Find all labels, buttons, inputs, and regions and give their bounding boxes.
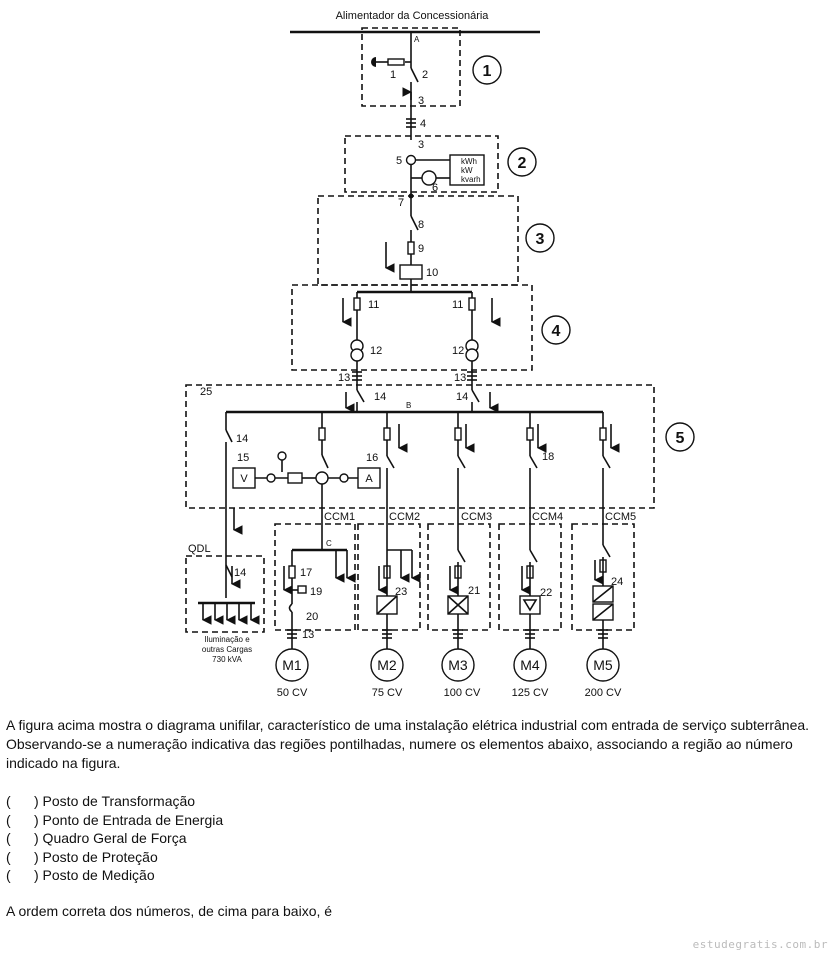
ccm4-label: CCM4	[532, 511, 563, 523]
label-17: 17	[300, 567, 312, 579]
region-number-3: 3	[525, 223, 555, 253]
svg-text:kW: kW	[461, 166, 473, 175]
svg-text:M3: M3	[448, 657, 468, 673]
motor-m3: M3	[441, 648, 475, 682]
ccm5-box	[571, 523, 635, 631]
point-b-label: B	[406, 401, 411, 410]
motor-m4: M4	[513, 648, 547, 682]
ccm1-label: CCM1	[324, 511, 355, 523]
motor-m3-power: 100 CV	[444, 687, 481, 699]
instrument-v: V	[240, 473, 248, 485]
label-6: 6	[432, 182, 438, 194]
meter-box	[449, 154, 485, 186]
label-16: 16	[366, 452, 378, 464]
region-2-box	[344, 135, 499, 193]
question-text: A figura acima mostra o diagrama unifila…	[6, 716, 828, 773]
ccm2-label: CCM2	[389, 511, 420, 523]
options-list: ( ) Posto de Transformação ( ) Ponto de …	[6, 792, 223, 885]
svg-text:M5: M5	[593, 657, 613, 673]
label-10: 10	[426, 267, 438, 279]
single-line-diagram: Alimentador da Concessionária A 1 2 3 1 …	[185, 10, 695, 699]
svg-text:kWh: kWh	[461, 157, 477, 166]
ccm3-label: CCM3	[461, 511, 492, 523]
motor-m5-power: 200 CV	[585, 687, 622, 699]
label-11b: 11	[452, 299, 463, 311]
answer-prompt: A ordem correta dos números, de cima par…	[6, 903, 333, 919]
region-number-5: 5	[665, 422, 695, 452]
svg-text:2: 2	[518, 155, 527, 172]
svg-text:1: 1	[483, 63, 492, 80]
label-13a: 13	[338, 372, 350, 384]
motor-m1: M1	[275, 648, 309, 682]
svg-text:4: 4	[552, 323, 561, 340]
option-3[interactable]: ( ) Quadro Geral de Força	[6, 830, 187, 846]
label-12a: 12	[370, 345, 382, 357]
motor-m2-power: 75 CV	[372, 687, 403, 699]
motor-m5: M5	[586, 648, 620, 682]
label-25: 25	[200, 386, 212, 398]
point-a-label: A	[414, 35, 420, 44]
label-12b: 12	[452, 345, 464, 357]
label-1: 1	[390, 69, 396, 81]
label-24: 24	[611, 576, 623, 588]
label-13b: 13	[454, 372, 466, 384]
label-14a: 14	[374, 391, 386, 403]
label-3a: 3	[418, 95, 424, 107]
label-2: 2	[422, 69, 428, 81]
label-19: 19	[310, 586, 322, 598]
motor-m2: M2	[370, 648, 404, 682]
lighting-line-2: outras Cargas	[202, 645, 252, 654]
region-number-1: 1	[472, 55, 502, 85]
lighting-line-3: 730 kVA	[212, 655, 242, 664]
point-c-label: C	[326, 539, 332, 548]
option-2[interactable]: ( ) Ponto de Entrada de Energia	[6, 811, 224, 828]
label-9: 9	[418, 243, 424, 255]
region-number-4: 4	[541, 315, 571, 345]
label-14d: 14	[234, 567, 246, 579]
svg-text:M1: M1	[282, 657, 302, 673]
label-21: 21	[468, 585, 480, 597]
label-11a: 11	[368, 299, 379, 311]
region-5-box	[185, 384, 655, 509]
label-7: 7	[398, 197, 404, 209]
label-3b: 3	[418, 139, 424, 151]
svg-text:5: 5	[676, 430, 685, 447]
option-1[interactable]: ( ) Posto de Transformação	[6, 793, 196, 809]
question-paragraph: A figura acima mostra o diagrama unifila…	[6, 717, 810, 771]
label-8: 8	[418, 219, 424, 231]
label-13c: 13	[302, 629, 314, 641]
label-22: 22	[540, 587, 552, 599]
region-3-box	[317, 195, 519, 286]
ccm4-box	[498, 523, 562, 631]
label-14c: 14	[236, 433, 248, 445]
svg-text:kvarh: kvarh	[461, 175, 481, 184]
label-14b: 14	[456, 391, 468, 403]
feeder-label: Alimentador da Concessionária	[336, 10, 490, 22]
label-4: 4	[420, 118, 426, 130]
label-5: 5	[396, 155, 402, 167]
svg-text:M2: M2	[377, 657, 397, 673]
svg-text:3: 3	[536, 231, 545, 248]
lighting-line-1: Iluminação e	[204, 635, 250, 644]
ccm3-box	[427, 523, 491, 631]
qdl-label: QDL	[188, 543, 211, 555]
svg-text:M4: M4	[520, 657, 540, 673]
ccm5-label: CCM5	[605, 511, 636, 523]
region-number-2: 2	[507, 147, 537, 177]
qdl-box	[185, 555, 265, 633]
label-18: 18	[542, 451, 554, 463]
label-23: 23	[395, 586, 407, 598]
motor-m1-power: 50 CV	[277, 687, 308, 699]
label-15: 15	[237, 452, 249, 464]
region-4-box	[291, 284, 533, 371]
option-4[interactable]: ( ) Posto de Proteção	[6, 848, 158, 865]
motor-m4-power: 125 CV	[512, 687, 549, 699]
instrument-a: A	[365, 473, 373, 485]
watermark: estudegratis.com.br	[692, 938, 828, 951]
label-20: 20	[306, 611, 318, 623]
option-5[interactable]: ( ) Posto de Medição	[6, 867, 155, 883]
